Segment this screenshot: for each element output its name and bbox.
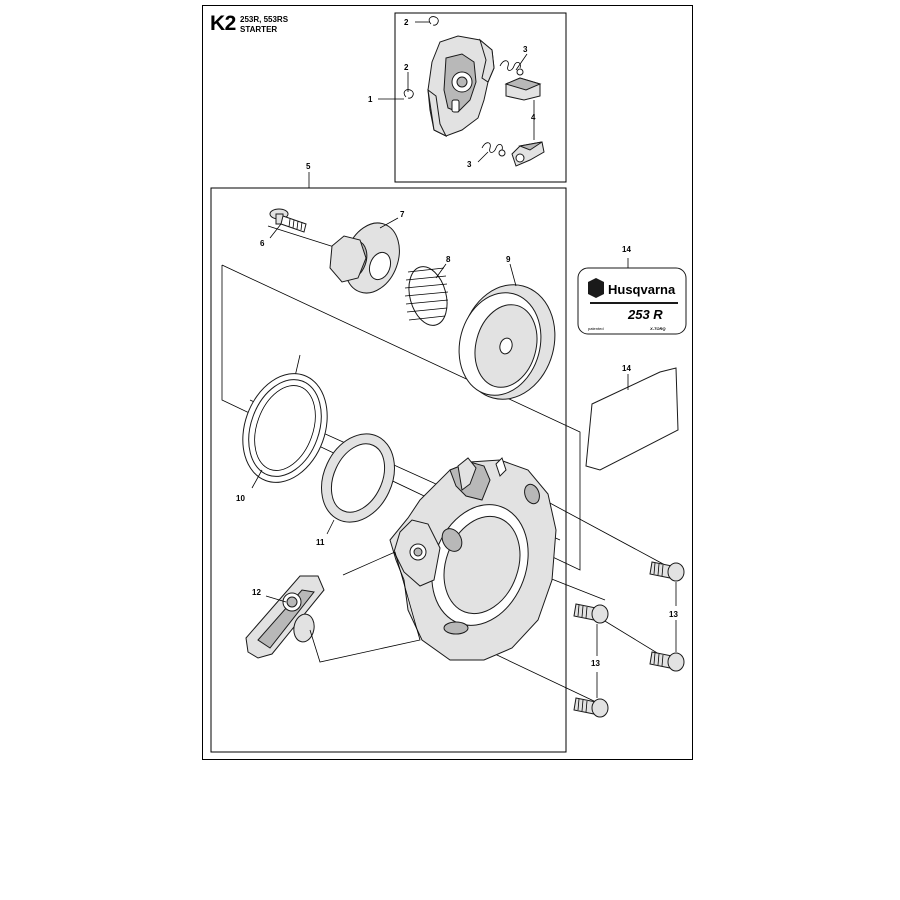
- leader-7: [379, 217, 399, 229]
- part-3-spring-bottom: [481, 142, 506, 157]
- starter-housing: [389, 457, 557, 661]
- page-code: K2: [210, 12, 236, 35]
- decal-model: 253 R: [627, 307, 663, 322]
- model-list: 253R, 553RS: [240, 15, 289, 24]
- callout-2: 2: [404, 63, 409, 72]
- leader-3-bottom: [477, 151, 489, 163]
- main-box-starter-assembly: [210, 187, 567, 753]
- callout-12: 12: [252, 588, 261, 597]
- part-9-pulley-reel: [458, 284, 556, 400]
- part-8-coil-spring: [404, 266, 449, 326]
- part-14-decal: [577, 267, 687, 335]
- part-6-center-screw: [269, 208, 307, 233]
- callout-14: 14: [622, 364, 631, 373]
- callout-10: 10: [236, 494, 245, 503]
- callout-13: 13: [591, 659, 600, 668]
- callout-2: 2: [404, 18, 409, 27]
- leader-9: [509, 263, 517, 287]
- part-2-clip-left: [403, 89, 414, 99]
- callout-13: 13: [669, 610, 678, 619]
- leader-3-top: [515, 53, 528, 71]
- leader-6: [269, 223, 282, 239]
- callout-1: 1: [368, 95, 373, 104]
- inset-box-pawl-assembly: [394, 12, 567, 183]
- part-10-recoil-spring: [242, 354, 328, 483]
- callout-4: 4: [531, 113, 536, 122]
- leader-8: [435, 263, 447, 279]
- part-1-pawl-carrier: [427, 35, 495, 138]
- part-12-starter-handle: [245, 575, 325, 659]
- callout-9: 9: [506, 255, 511, 264]
- leader-11: [326, 519, 335, 535]
- part-3-spring-top: [499, 60, 524, 76]
- part-2-clip-top: [428, 16, 439, 26]
- page-frame: [202, 5, 693, 760]
- explode-plane-outline: [221, 264, 581, 571]
- part-14-protective-film: [585, 367, 679, 471]
- part-4-pawl-top: [504, 77, 542, 101]
- handle-detail-frame: [309, 551, 421, 663]
- part-11-washer: [321, 433, 395, 523]
- callout-5: 5: [306, 162, 311, 171]
- decal-small-left: patented: [588, 326, 604, 331]
- callout-8: 8: [446, 255, 451, 264]
- part-13-screw-middle: [573, 603, 609, 624]
- callout-14: 14: [622, 245, 631, 254]
- decal-small-right: X-TORQ: [649, 326, 666, 331]
- part-7-bushing: [329, 222, 400, 294]
- part-13-screw-top-right: [649, 561, 685, 582]
- axis-line-screw-top: [534, 494, 666, 566]
- section-title: STARTER: [240, 25, 278, 34]
- callout-3: 3: [467, 160, 472, 169]
- callout-6: 6: [260, 239, 265, 248]
- part-13-screw-bottom: [573, 697, 609, 718]
- leader-10: [251, 469, 263, 489]
- decal-brand: Husqvarna: [608, 282, 676, 297]
- part-4-pawl-bottom: [511, 141, 545, 167]
- part-13-screw-lower-right: [649, 651, 685, 672]
- callout-7: 7: [400, 210, 405, 219]
- callout-3: 3: [523, 45, 528, 54]
- callout-11: 11: [316, 538, 325, 547]
- leader-12: [265, 595, 287, 603]
